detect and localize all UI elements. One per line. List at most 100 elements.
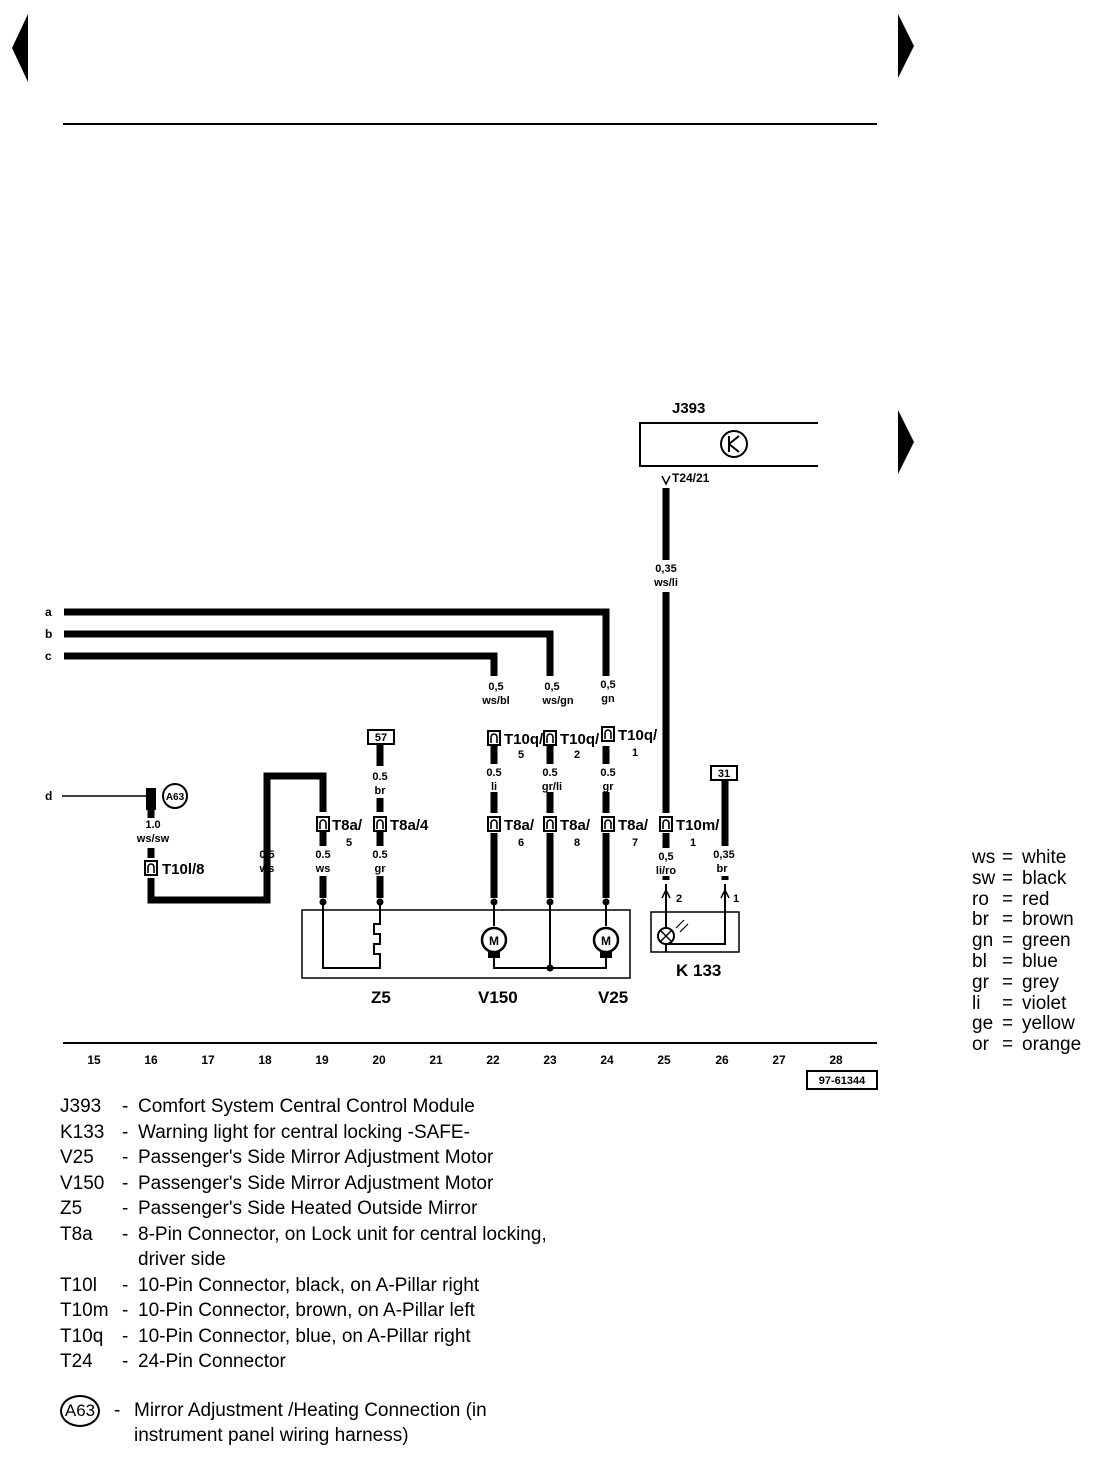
connector-pin: 1 <box>690 837 696 849</box>
wire-label-color: li <box>491 781 497 793</box>
track-number: 26 <box>715 1053 729 1067</box>
color-name: grey <box>1022 971 1059 993</box>
track-number: 25 <box>657 1053 671 1067</box>
input-label-b: b <box>45 627 52 641</box>
color-abbreviation: sw <box>972 867 996 889</box>
color-abbreviation: gn <box>972 930 994 952</box>
wire-label-size: 0.5 <box>542 767 557 779</box>
next-page-arrow-icon[interactable] <box>898 14 914 78</box>
legend-code: T10q <box>60 1325 104 1347</box>
track-number: 19 <box>315 1053 329 1067</box>
color-equals: = <box>1002 971 1014 993</box>
color-name: yellow <box>1022 1013 1075 1035</box>
legend-code: V150 <box>60 1172 105 1194</box>
wire-label-color: br <box>375 785 387 797</box>
color-equals: = <box>1002 867 1014 889</box>
connector-pin: 7 <box>632 837 638 849</box>
wire-label-color: gn <box>601 693 615 705</box>
svg-text:57: 57 <box>375 732 387 744</box>
mirror-housing: M M <box>301 898 631 979</box>
connector-label: T8a/4 <box>390 817 429 834</box>
previous-page-arrow-icon[interactable] <box>12 14 28 82</box>
legend-description: Mirror Adjustment /Heating Connection (i… <box>134 1399 487 1447</box>
color-abbreviation: br <box>972 909 989 931</box>
drawing-number: 97-61344 <box>819 1075 866 1087</box>
legend-dash: - <box>122 1121 129 1143</box>
wire-b <box>64 630 554 676</box>
track-number: 24 <box>600 1053 614 1067</box>
connector-label: T10m/ <box>676 817 720 834</box>
color-code-row: li=violet <box>972 992 1081 1015</box>
connector-pin: 8 <box>574 837 580 849</box>
next-page-arrow-icon-lower[interactable] <box>898 410 914 474</box>
legend-row-a63: A63-Mirror Adjustment /Heating Connectio… <box>60 1394 580 1449</box>
wire-label-color: ws <box>259 863 275 875</box>
wire-label-size: 0,5 <box>600 679 615 691</box>
legend-description: 10-Pin Connector, brown, on A-Pillar lef… <box>138 1300 475 1321</box>
color-abbreviation: ro <box>972 888 989 910</box>
wire-label-size: 0,5 <box>658 851 673 863</box>
legend-row: T24-24-Pin Connector <box>60 1349 580 1375</box>
track-number: 28 <box>829 1053 843 1067</box>
legend-row: T10q-10-Pin Connector, blue, on A-Pillar… <box>60 1324 580 1350</box>
color-abbreviation: ge <box>972 1013 994 1035</box>
component-label-v25: V25 <box>598 988 628 1007</box>
legend-description: Comfort System Central Control Module <box>138 1096 475 1117</box>
color-abbreviation: bl <box>972 950 987 972</box>
legend-description: 8-Pin Connector, on Lock unit for centra… <box>138 1223 547 1271</box>
legend-dash: - <box>122 1198 129 1219</box>
legend-description: 10-Pin Connector, black, on A-Pillar rig… <box>138 1274 480 1296</box>
wire-label-size: 0,5 <box>544 681 559 693</box>
connector-label: T10q/ <box>560 731 600 748</box>
color-abbreviation: or <box>972 1034 989 1056</box>
legend-code: Z5 <box>60 1198 83 1219</box>
wire-label-color: ws/li <box>653 577 678 589</box>
connector-pin: 1 <box>632 747 638 759</box>
legend-dash: - <box>122 1096 129 1117</box>
legend-dash: - <box>122 1325 129 1347</box>
wire-label-size: 0,5 <box>488 681 503 693</box>
track-number: 17 <box>201 1053 215 1067</box>
drawing-number-box: 97-61344 <box>806 1070 878 1090</box>
wire-label-color: li/ro <box>656 865 676 877</box>
legend-dash: - <box>122 1172 129 1194</box>
wire-label-size: 0.5 <box>486 767 501 779</box>
component-label-k133: K 133 <box>676 961 721 980</box>
legend-row: V25-Passenger's Side Mirror Adjustment M… <box>60 1145 580 1171</box>
track-number: 22 <box>486 1053 500 1067</box>
a63-connection: A63 <box>146 783 188 810</box>
legend-dash: - <box>122 1274 129 1296</box>
connector-pin: 5 <box>518 749 524 761</box>
wire-label-color: gr <box>603 781 615 793</box>
wire-label-color: br <box>717 863 729 875</box>
ground-57: 57 <box>367 729 395 745</box>
color-name: white <box>1022 847 1067 868</box>
wire-a <box>64 608 610 676</box>
connector-label: T8a/ <box>560 817 591 834</box>
k133-pin-1: 1 <box>733 893 739 905</box>
wire-label-size: 0.5 <box>600 767 615 779</box>
color-name: black <box>1022 867 1067 889</box>
legend-row: J393-Comfort System Central Control Modu… <box>60 1094 580 1120</box>
connector-label: T8a/ <box>332 817 363 834</box>
color-code-row: sw = black <box>972 867 1081 890</box>
legend-row: T10l-10-Pin Connector, black, on A-Pilla… <box>60 1273 580 1299</box>
wire-label-color: ws/bl <box>481 695 510 707</box>
legend-row: T8a-8-Pin Connector, on Lock unit for ce… <box>60 1222 580 1273</box>
legend-row: K133-Warning light for central locking -… <box>60 1120 580 1146</box>
a63-label: A63 <box>166 792 185 803</box>
legend-code: T10m <box>60 1300 109 1321</box>
color-code-row: ge=yellow <box>972 1014 1081 1035</box>
track-number: 27 <box>772 1053 786 1067</box>
wire-label-color: ws <box>315 863 331 875</box>
color-equals: = <box>1002 888 1014 910</box>
wire-label-size: 0,35 <box>655 563 676 575</box>
color-name: brown <box>1022 909 1074 931</box>
legend-row: T10m-10-Pin Connector, brown, on A-Pilla… <box>60 1298 580 1324</box>
wire-label-size: 1.0 <box>145 819 160 831</box>
color-equals: = <box>1002 992 1014 1014</box>
legend-code: T8a <box>60 1223 93 1245</box>
track-number: 18 <box>258 1053 272 1067</box>
